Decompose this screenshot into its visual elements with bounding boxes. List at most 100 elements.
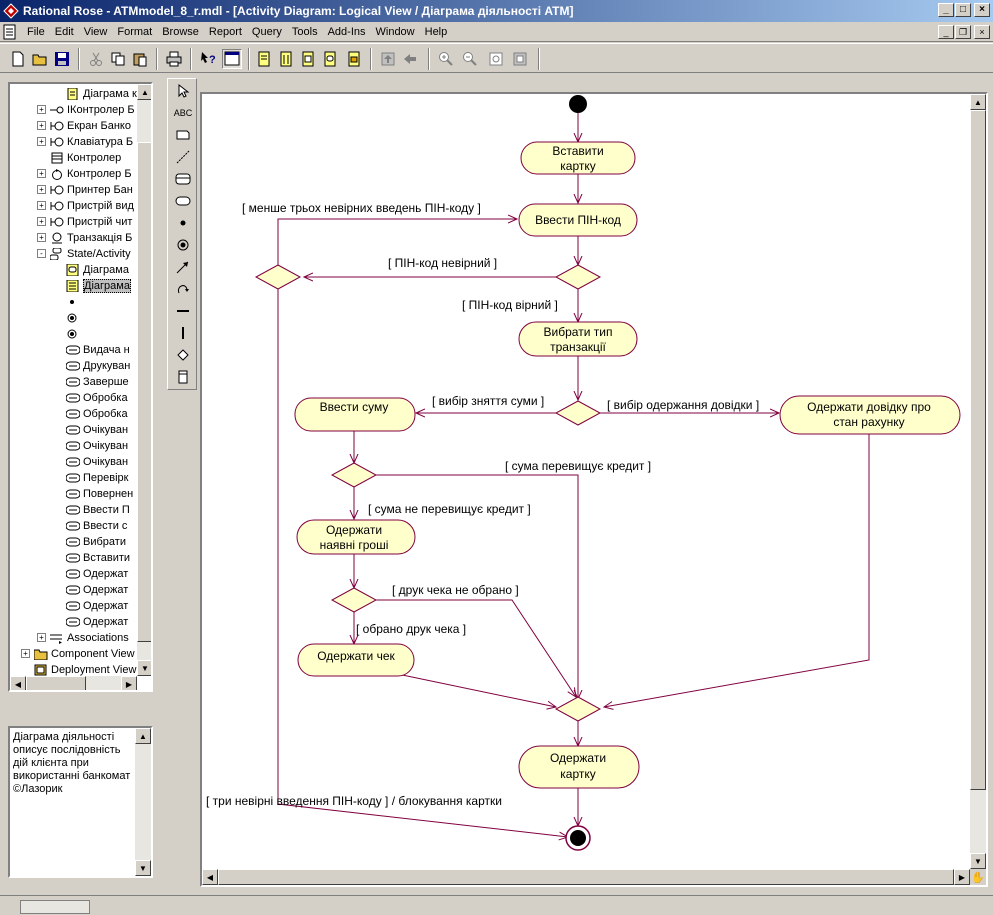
menu-tools[interactable]: Tools (291, 25, 318, 38)
deployment-diagram-icon[interactable] (344, 49, 364, 69)
swimlane-tool-icon[interactable] (172, 367, 194, 387)
tree-item[interactable]: Друкуван (65, 358, 130, 374)
menu-view[interactable]: View (83, 25, 108, 38)
tree-item[interactable]: Діаграма кл (66, 86, 143, 102)
activity-get-statement[interactable] (779, 395, 961, 435)
transition-exceeds[interactable] (376, 474, 578, 699)
hscroll-thumb[interactable] (26, 676, 86, 690)
transition-tool-icon[interactable] (172, 257, 194, 277)
tree-item[interactable]: Пристрій чит (50, 214, 132, 230)
diagram-horizontal-scrollbar[interactable]: ◀ ▶ (202, 869, 970, 885)
tree-item[interactable]: Екран Банко (50, 118, 131, 134)
transition-statement-merge[interactable] (604, 434, 870, 707)
tree-item[interactable]: Перевірк (65, 470, 128, 486)
zoom-in-icon[interactable] (436, 49, 456, 69)
expand-icon[interactable]: + (37, 105, 46, 114)
close-button[interactable]: × (974, 3, 990, 17)
diagram-scroll-up-icon[interactable]: ▲ (970, 94, 986, 110)
expand-icon[interactable]: + (37, 137, 46, 146)
menu-window[interactable]: Window (375, 25, 415, 38)
tree-item[interactable]: Одержат (65, 598, 128, 614)
menu-report[interactable]: Report (208, 25, 242, 38)
doc-scroll-down-icon[interactable]: ▼ (135, 860, 151, 876)
expand-icon[interactable]: + (37, 633, 46, 642)
scroll-right-icon[interactable]: ▶ (121, 676, 137, 690)
fit-in-window-icon[interactable] (486, 49, 506, 69)
tree-item[interactable] (66, 310, 83, 326)
document-icon[interactable] (2, 24, 18, 40)
tree-item[interactable]: Пристрій вид (50, 198, 134, 214)
maximize-button[interactable]: □ (955, 3, 971, 17)
diagram-vscroll-thumb[interactable] (970, 110, 986, 790)
interaction-diagram-icon[interactable] (276, 49, 296, 69)
documentation-text[interactable]: Діаграма діяльності описує послідовність… (13, 731, 131, 795)
class-diagram-icon[interactable] (254, 49, 274, 69)
tree-item[interactable]: Вибрати (65, 534, 126, 550)
menu-browse[interactable]: Browse (162, 25, 199, 38)
scroll-left-icon[interactable]: ◀ (10, 676, 26, 690)
expand-icon[interactable]: + (37, 233, 46, 242)
hand-pan-icon[interactable]: ✋ (970, 869, 986, 885)
undo-fit-icon[interactable] (510, 49, 530, 69)
activity-diagram[interactable]: Вставити картку Ввести ПІН-код Вибрати т… (202, 94, 970, 869)
activity-choose-transaction[interactable] (518, 321, 638, 357)
tree-item[interactable]: State/Activity (49, 246, 131, 262)
tree-item[interactable]: Контролер Б (50, 166, 132, 182)
tree-item[interactable]: Component View (33, 646, 135, 662)
diagram-scroll-left-icon[interactable]: ◀ (202, 869, 218, 885)
statechart-diagram-icon[interactable] (320, 49, 340, 69)
print-icon[interactable] (164, 49, 184, 69)
menu-add-ins[interactable]: Add-Ins (327, 25, 366, 38)
tree-item[interactable]: Associations (50, 630, 129, 646)
tree-item[interactable] (66, 294, 83, 310)
self-transition-tool-icon[interactable] (172, 279, 194, 299)
tree-item[interactable]: Одержат (65, 614, 128, 630)
rational-rose-app-icon[interactable] (3, 3, 19, 19)
transition-receipt-merge[interactable] (387, 671, 556, 707)
open-icon[interactable] (30, 49, 50, 69)
tree-item[interactable]: Очікуван (65, 454, 128, 470)
diagram-scroll-down-icon[interactable]: ▼ (970, 853, 986, 869)
activity-enter-pin[interactable] (518, 203, 638, 237)
decision-pin-check[interactable] (554, 264, 602, 290)
activity-get-cash[interactable] (296, 519, 416, 555)
final-state[interactable] (565, 825, 591, 851)
start-state-tool-icon[interactable] (172, 213, 194, 233)
zoom-out-icon[interactable] (460, 49, 480, 69)
menu-format[interactable]: Format (117, 25, 153, 38)
scroll-thumb[interactable] (137, 142, 151, 642)
decision-transaction-type[interactable] (554, 400, 602, 426)
activity-get-receipt[interactable] (297, 643, 415, 677)
tree-item[interactable]: Видача н (65, 342, 130, 358)
expand-icon[interactable]: + (37, 201, 46, 210)
cut-icon[interactable] (86, 49, 106, 69)
minimize-button[interactable]: _ (938, 3, 954, 17)
state-tool-icon[interactable] (172, 169, 194, 189)
diagram-vertical-scrollbar[interactable]: ▲ ▼ (970, 94, 986, 869)
doc-scroll-up-icon[interactable]: ▲ (135, 728, 151, 744)
tree-item[interactable]: Очікуван (65, 438, 128, 454)
activity-tool-icon[interactable] (172, 191, 194, 211)
initial-state[interactable] (569, 95, 587, 113)
menu-query[interactable]: Query (251, 25, 282, 38)
browser-vertical-scrollbar[interactable]: ▲ ▼ (137, 84, 151, 676)
tree-item[interactable]: Обробка (65, 390, 128, 406)
decision-tool-icon[interactable] (172, 345, 194, 365)
menu-file[interactable]: File (27, 25, 45, 38)
activity-insert-card[interactable] (520, 141, 636, 175)
tree-item[interactable]: Діаграма (66, 262, 129, 278)
note-tool-icon[interactable] (172, 125, 194, 145)
transition-block-card[interactable] (277, 289, 568, 837)
menu-help[interactable]: Help (424, 25, 448, 38)
browse-parent-icon[interactable] (378, 49, 398, 69)
tree-item[interactable]: Повернен (65, 486, 133, 502)
mdi-close-button[interactable]: × (974, 25, 990, 39)
activity-diagram-canvas[interactable]: Вставити картку Ввести ПІН-код Вибрати т… (200, 92, 988, 887)
transition-no-receipt[interactable] (376, 599, 576, 697)
tree-item[interactable]: Ввести с (65, 518, 127, 534)
tree-item[interactable]: Принтер Бан (50, 182, 133, 198)
tree-item[interactable]: Deployment View (34, 662, 136, 678)
save-icon[interactable] (52, 49, 72, 69)
scroll-down-icon[interactable]: ▼ (137, 660, 151, 676)
tree-item[interactable]: Обробка (65, 406, 128, 422)
